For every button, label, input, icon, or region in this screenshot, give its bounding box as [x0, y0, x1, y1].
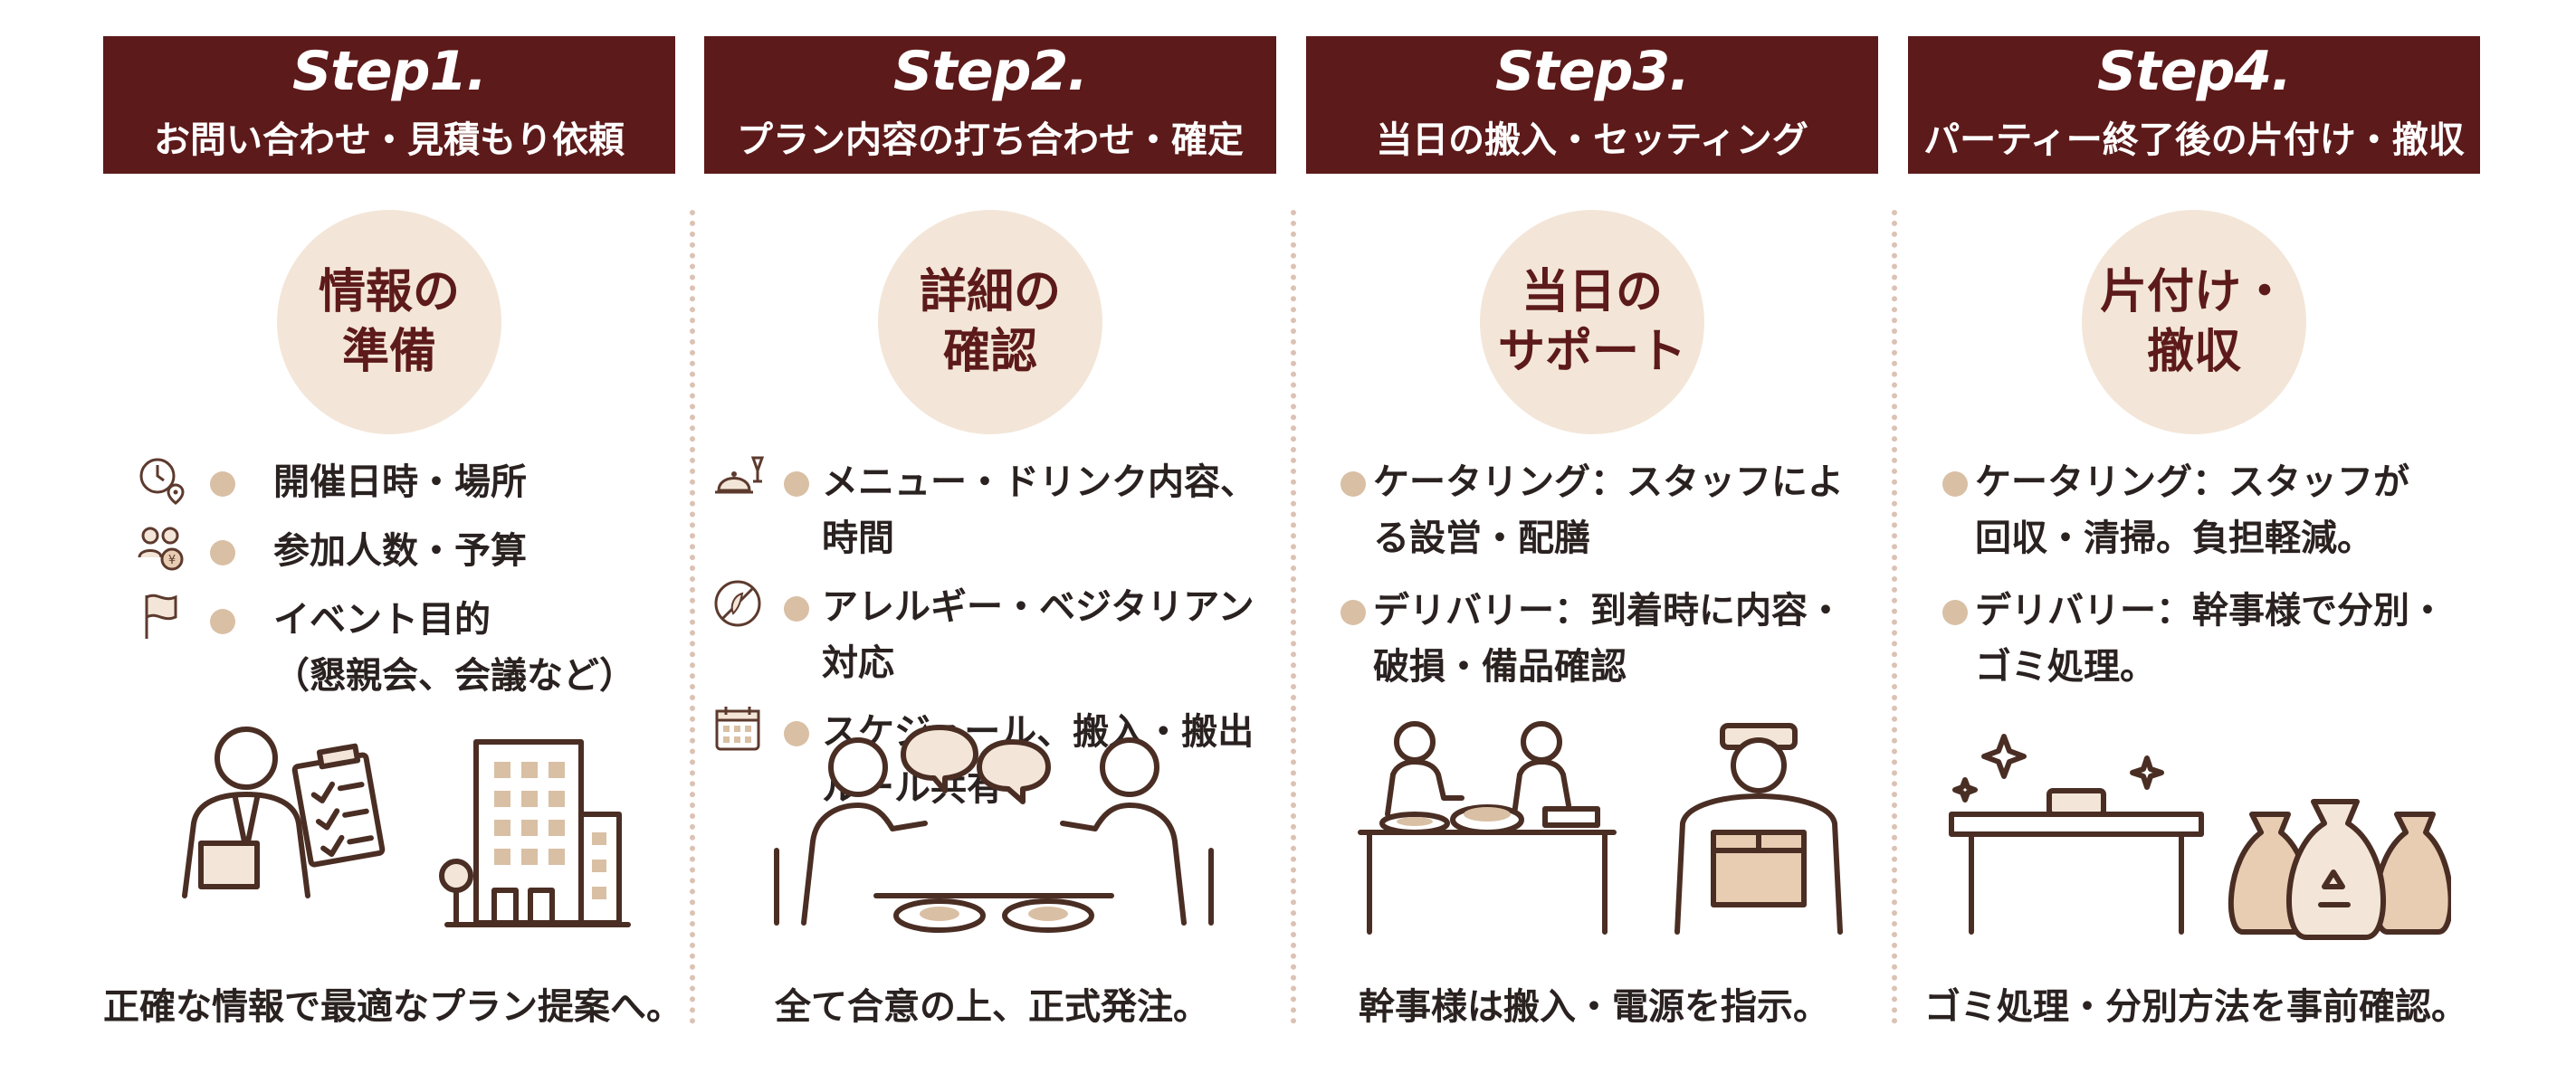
list-item: メニュー・ドリンク内容、時間 [704, 454, 1280, 566]
step-column-3: Step3. 当日の搬入・セッティング 当日の サポート ケータリング：スタッフ… [1306, 0, 1882, 1083]
meeting-discussion-illustration [774, 725, 1214, 933]
step-header: Step3. 当日の搬入・セッティング [1306, 36, 1878, 174]
item-text: 開催日時・場所 [273, 461, 527, 503]
item-text: ケータリング：スタッフによ る設営・配膳 [1373, 461, 1844, 559]
step-column-2: Step2. プラン内容の打ち合わせ・確定 詳細の 確認 メニュー・ドリンク内容… [704, 0, 1280, 1083]
item-text: 参加人数・予算 [273, 530, 527, 572]
step-column-1: Step1. お問い合わせ・見積もり依頼 情報の 準備 開催日時・場所 ¥ [103, 0, 682, 1083]
step-number: Step4. [2096, 40, 2292, 103]
circle-label: 片付け・ 撤収 [2099, 265, 2288, 379]
bullet-dot [210, 471, 235, 497]
calendar-icon [715, 707, 760, 751]
step-header: Step4. パーティー終了後の片付け・撤収 [1908, 36, 2480, 174]
svg-text:¥: ¥ [168, 554, 176, 567]
step-column-4: Step4. パーティー終了後の片付け・撤収 片付け・ 撤収 ケータリング：スタ… [1908, 0, 2484, 1083]
step-number: Step3. [1494, 40, 1690, 103]
step-caption: 幹事様は搬入・電源を指示。 [1359, 986, 1829, 1028]
step-circle: 片付け・ 撤収 [2082, 210, 2306, 434]
no-allergy-icon [714, 580, 761, 627]
step-number: Step2. [892, 40, 1088, 103]
bullet-dot [210, 609, 235, 634]
step-circle: 当日の サポート [1480, 210, 1704, 434]
item-text: デリバリー：幹事様で分別・ ゴミ処理。 [1975, 590, 2446, 688]
item-text: ケータリング：スタッフが 回収・清掃。負担軽減。 [1975, 461, 2409, 559]
list-item: 開催日時・場所 [103, 454, 679, 510]
circle-label: 詳細の 確認 [919, 265, 1061, 379]
list-item: ケータリング：スタッフが 回収・清掃。負担軽減。 [1908, 454, 2484, 566]
cloche-drink-icon [715, 456, 764, 494]
step-circle: 情報の 準備 [277, 210, 501, 434]
bullet-dot [1942, 471, 1968, 497]
bullet-dot [784, 721, 809, 746]
dotted-divider [1291, 210, 1296, 1024]
item-list: メニュー・ドリンク内容、時間 アレルギー・ベジタリアン対応 スケジュール、搬入・… [704, 454, 1280, 829]
flag-icon [145, 594, 177, 639]
bullet-dot [784, 471, 809, 497]
list-item: アレルギー・ベジタリアン対応 [704, 579, 1280, 691]
step-caption: 全て合意の上、正式発注。 [775, 986, 1209, 1028]
list-item: デリバリー：幹事様で分別・ ゴミ処理。 [1908, 583, 2484, 695]
step-title: パーティー終了後の片付け・撤収 [1923, 119, 2465, 161]
item-text: アレルギー・ベジタリアン対応 [822, 586, 1255, 684]
item-list: ケータリング：スタッフによ る設営・配膳 デリバリー：到着時に内容・ 破損・備品… [1306, 454, 1882, 711]
item-list: ケータリング：スタッフが 回収・清掃。負担軽減。 デリバリー：幹事様で分別・ ゴ… [1908, 454, 2484, 711]
dotted-divider [690, 210, 695, 1024]
bullet-dot [1340, 471, 1366, 497]
people-budget-icon: ¥ [138, 527, 184, 571]
item-text: イベント目的 （懇親会、会議など） [273, 599, 635, 697]
clean-table-garbage-bags-illustration [1949, 734, 2451, 940]
person-clipboard-building-illustration [182, 727, 631, 927]
step-header: Step1. お問い合わせ・見積もり依頼 [103, 36, 675, 174]
step-title: プラン内容の打ち合わせ・確定 [737, 119, 1244, 161]
item-text: メニュー・ドリンク内容、時間 [822, 461, 1256, 559]
step-circle: 詳細の 確認 [878, 210, 1102, 434]
step-caption: 正確な情報で最適なプラン提案へ。 [103, 986, 682, 1028]
list-item: ケータリング：スタッフによ る設営・配膳 [1306, 454, 1882, 566]
dotted-divider [1892, 210, 1897, 1024]
step-caption: ゴミ処理・分別方法を事前確認。 [1924, 986, 2467, 1028]
bullet-dot [784, 596, 809, 622]
circle-label: 情報の 準備 [318, 265, 460, 379]
circle-label: 当日の サポート [1497, 265, 1686, 379]
list-item: ¥ 参加人数・予算 [103, 523, 679, 579]
catering-delivery-illustration [1358, 721, 1843, 935]
bullet-dot [1942, 600, 1968, 625]
item-list: 開催日時・場所 ¥ 参加人数・予算 イベント目的 （懇親会、会議など） [103, 454, 679, 717]
bullet-dot [1340, 600, 1366, 625]
list-item: イベント目的 （懇親会、会議など） [103, 592, 679, 704]
step-header: Step2. プラン内容の打ち合わせ・確定 [704, 36, 1276, 174]
clock-location-icon [139, 458, 185, 505]
list-item: デリバリー：到着時に内容・ 破損・備品確認 [1306, 583, 1882, 695]
step-title: お問い合わせ・見積もり依頼 [154, 119, 625, 161]
step-number: Step1. [291, 40, 487, 103]
item-text: デリバリー：到着時に内容・ 破損・備品確認 [1373, 590, 1844, 688]
step-title: 当日の搬入・セッティング [1376, 119, 1808, 161]
bullet-dot [210, 540, 235, 565]
